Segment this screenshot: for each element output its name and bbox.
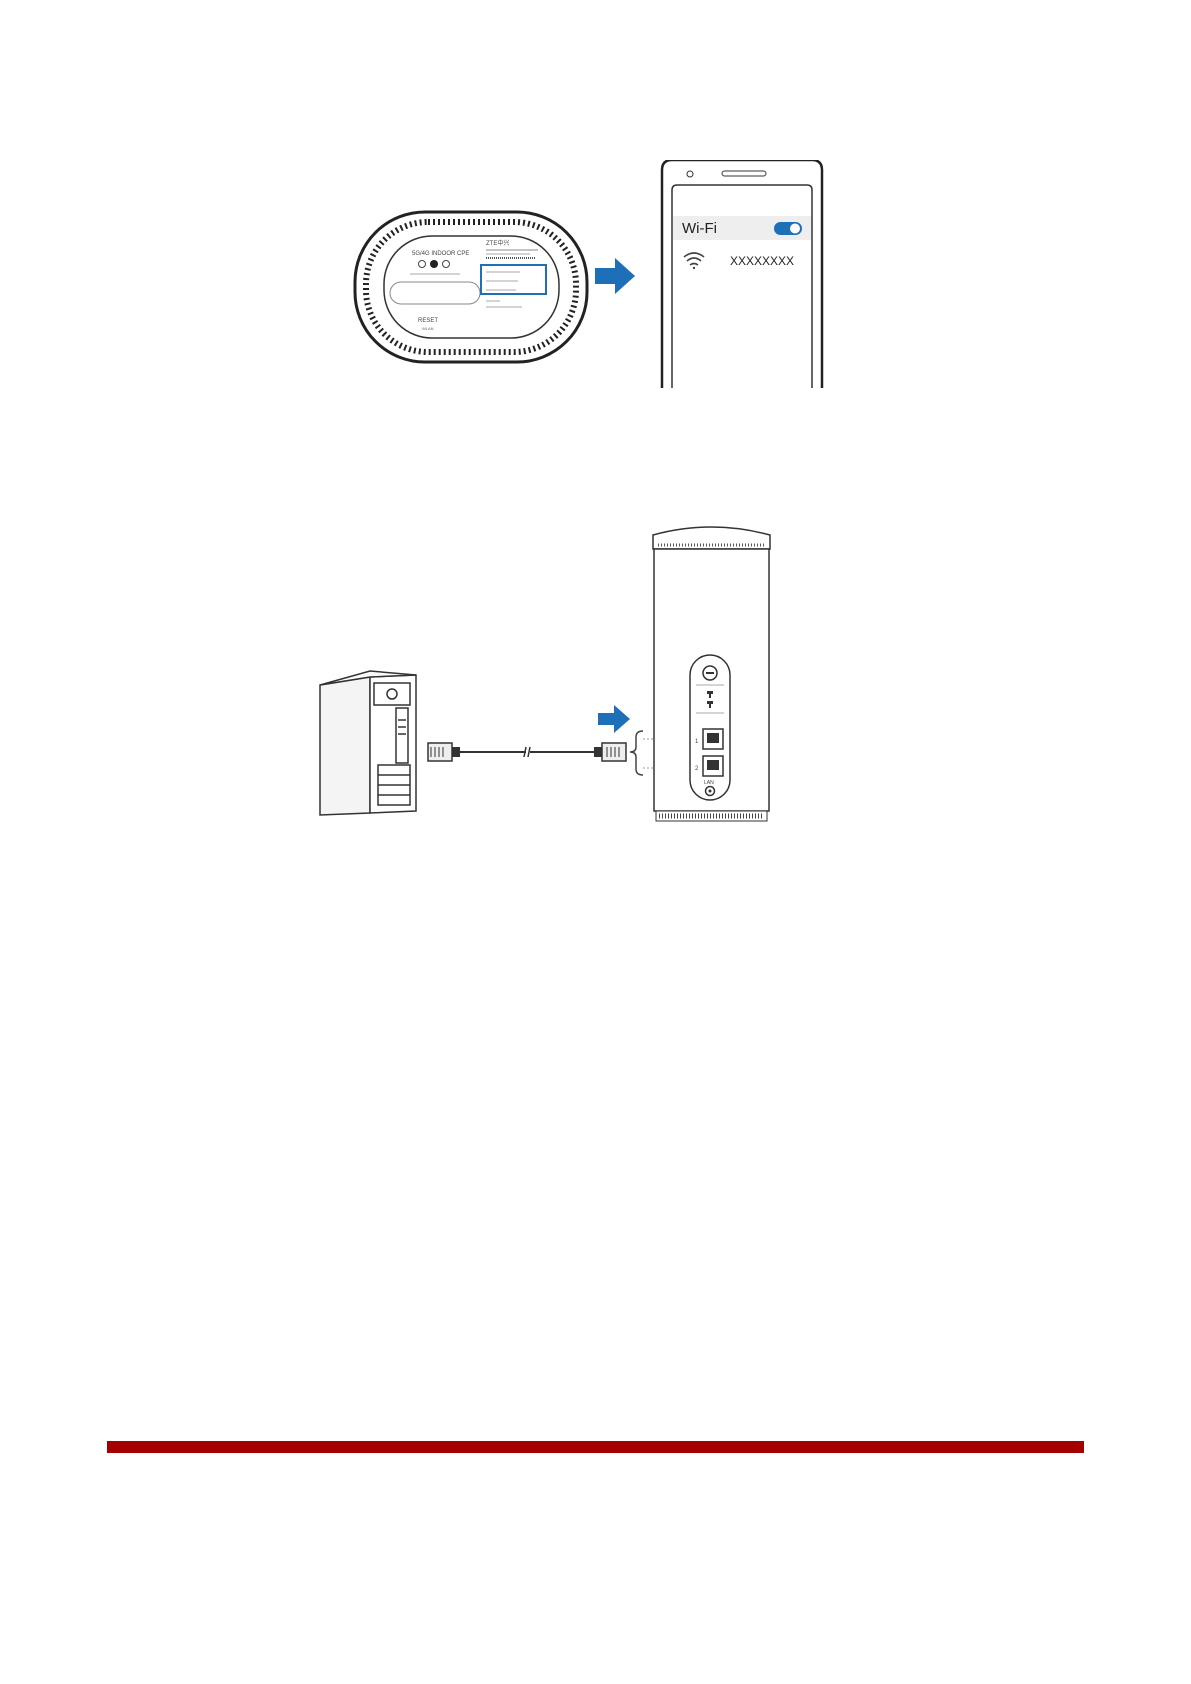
lan-label: LAN bbox=[704, 780, 714, 786]
arrow-icon bbox=[595, 258, 635, 294]
ethernet-cable-icon bbox=[428, 743, 626, 761]
footer-rule bbox=[107, 1441, 1084, 1453]
figure-wifi-connection: 5G/4G INDOOR CPE RESET WLAN ZTE中兴 bbox=[350, 160, 860, 390]
wifi-network-name[interactable]: XXXXXXXX bbox=[730, 254, 794, 268]
lan-connection-illustration: 1 2 LAN bbox=[318, 525, 788, 835]
router-default-text: WLAN bbox=[422, 326, 434, 331]
router-brand-text: ZTE中兴 bbox=[486, 239, 509, 247]
computer-tower-icon bbox=[320, 671, 416, 815]
router-tower: 1 2 LAN bbox=[653, 527, 770, 821]
router-underside: 5G/4G INDOOR CPE RESET WLAN ZTE中兴 bbox=[355, 212, 587, 362]
router-model-text: 5G/4G INDOOR CPE bbox=[412, 251, 469, 257]
figure-lan-connection: 1 2 LAN bbox=[318, 525, 788, 835]
wifi-label: Wi-Fi bbox=[682, 220, 717, 237]
port-brace bbox=[630, 731, 643, 775]
router-reset-text: RESET bbox=[418, 318, 438, 324]
arrow-icon bbox=[598, 705, 630, 733]
wifi-connection-illustration: 5G/4G INDOOR CPE RESET WLAN ZTE中兴 bbox=[350, 160, 860, 390]
phone-illustration: Wi-Fi XXXXXXXX bbox=[662, 160, 822, 388]
